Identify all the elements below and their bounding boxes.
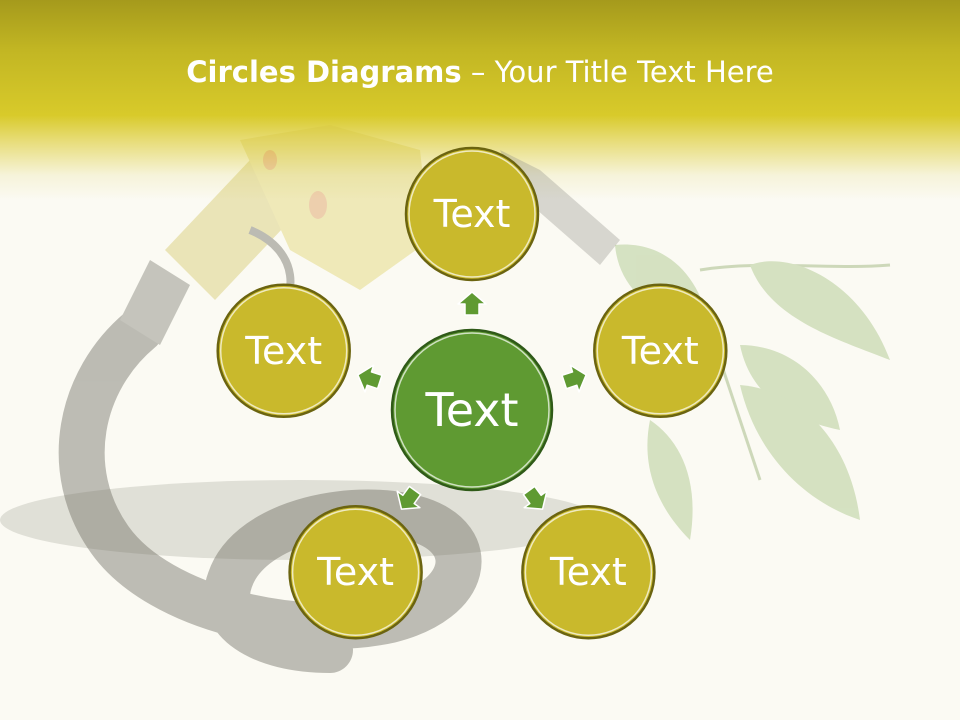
circle-node-upper-left[interactable]: Text [216, 283, 351, 419]
arrow-icon-upper-left [357, 364, 383, 393]
arrow-icon-lower-right [522, 485, 548, 510]
arrow-icon-lower-left [396, 485, 422, 510]
arrow-icon-upper-right [561, 364, 587, 393]
center-circle[interactable]: Text [390, 328, 554, 492]
circle-label-top: Text [433, 192, 511, 236]
circle-node-top[interactable]: Text [404, 146, 540, 282]
title-separator: – [461, 55, 495, 89]
slide-title[interactable]: Circles Diagrams – Your Title Text Here [0, 55, 960, 89]
hose-shadow [0, 480, 600, 560]
circle-label-upper-right: Text [621, 329, 699, 373]
circle-shape-lower-right [521, 504, 656, 640]
circle-shape-top [404, 146, 540, 282]
circle-shape-upper-left [216, 283, 351, 419]
arrow-icon-top [457, 291, 487, 316]
circle-label-lower-left: Text [316, 550, 394, 594]
title-rest: Your Title Text Here [494, 55, 774, 89]
circle-node-lower-right[interactable]: Text [521, 504, 656, 640]
circle-label-upper-left: Text [244, 329, 322, 373]
circle-shape-upper-right [593, 283, 728, 419]
circle-label-lower-right: Text [549, 550, 627, 594]
circle-shape-lower-left [288, 504, 423, 640]
center-circle-shape [390, 328, 554, 492]
circle-node-lower-left[interactable]: Text [288, 504, 423, 640]
title-bold: Circles Diagrams [186, 55, 462, 89]
circle-node-upper-right[interactable]: Text [593, 283, 728, 419]
center-circle-label: Text [424, 383, 518, 437]
